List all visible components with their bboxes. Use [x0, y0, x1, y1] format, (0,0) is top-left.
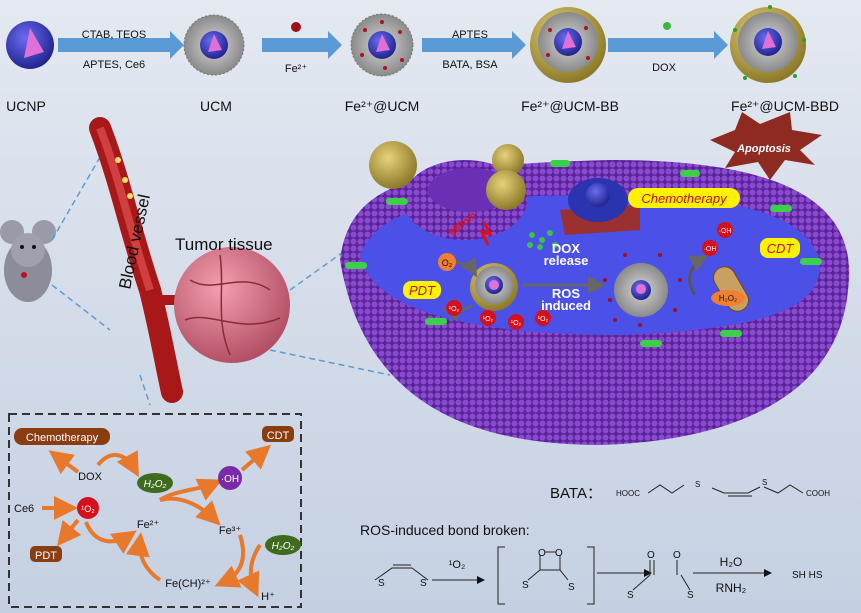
scheme-s: S	[568, 582, 575, 593]
stage-label-ucnp: UCNP	[6, 98, 46, 114]
o2-label: O₂	[442, 258, 453, 268]
h2o2-label: H₂O₂	[719, 294, 737, 303]
scheme-o: O	[538, 548, 546, 559]
singlet-o2-label: ¹O₂	[449, 306, 460, 313]
step-4-bottom: DOX	[652, 62, 677, 74]
degraded-nanoparticle	[603, 253, 682, 327]
fe-ucm-particle	[350, 13, 414, 77]
scheme-s: S	[522, 580, 529, 591]
ros-induced-label-2: induced	[541, 298, 591, 313]
arrow-step-3	[422, 31, 526, 59]
nanoparticle-outside	[369, 141, 417, 189]
oh-label: ·OH	[719, 228, 732, 235]
mech-h2o2: H₂O₂	[144, 479, 167, 490]
arrow-step-4	[608, 31, 728, 59]
synthesis-row: CTAB, TEOS APTES, Ce6 Fe²⁺ APTES BATA, B…	[6, 5, 839, 114]
tumor-tissue	[174, 247, 290, 363]
dox-molecule-icon	[663, 22, 671, 30]
chemotherapy-tag	[628, 188, 740, 208]
mech-h2o2-2: H₂O₂	[272, 541, 295, 552]
tumor-tissue-label: Tumor tissue	[175, 235, 273, 254]
hydroxyl-bubble	[702, 240, 718, 256]
stage-label-fe-ucm-bb: Fe²⁺@UCM-BB	[521, 98, 619, 114]
singlet-o2-label: ¹O₂	[511, 320, 522, 327]
mech-cdt: CDT	[267, 430, 290, 442]
thiol-products: SH HS	[792, 570, 823, 581]
scheme-s: S	[378, 578, 385, 589]
step-1-top: CTAB, TEOS	[82, 29, 146, 41]
synthesis-arrows	[58, 31, 728, 59]
apoptosis-star	[710, 112, 822, 180]
chemotherapy-tag-label: Chemotherapy	[641, 191, 728, 206]
reagent-amine: RNH₂	[716, 581, 747, 595]
reagent-singlet-o2: ¹O₂	[449, 559, 466, 571]
pdt-tag-label: PDT	[409, 283, 436, 298]
mech-fe3: Fe³⁺	[219, 525, 242, 537]
fe-ucm-bb-particle	[530, 7, 606, 83]
released-dox	[527, 230, 558, 250]
mech-dox: DOX	[78, 471, 103, 483]
mech-ce6: Ce6	[14, 503, 34, 515]
cdt-tag	[760, 238, 800, 258]
scheme-o: O	[647, 550, 655, 561]
ucm-particle	[183, 14, 245, 76]
mech-pdt: PDT	[35, 550, 57, 562]
dox-release-label-2: release	[544, 253, 589, 268]
h2o2-bubble	[711, 290, 745, 306]
o2-bubble	[438, 253, 456, 271]
bata-s2: S	[762, 478, 767, 487]
pdt-tag	[403, 281, 441, 299]
mech-fe2: Fe²⁺	[137, 519, 160, 531]
mech-h-plus: H⁺	[261, 591, 275, 603]
mouse-illustration	[0, 220, 56, 302]
stage-label-ucm: UCM	[200, 98, 232, 114]
bata-label: BATA：	[550, 485, 602, 502]
scheme-s: S	[420, 578, 427, 589]
bata-hooc: HOOC	[616, 489, 640, 498]
mech-oh: ·OH	[221, 474, 239, 485]
apoptosis-label: Apoptosis	[736, 143, 791, 155]
arrow-step-1	[58, 31, 184, 59]
fe-ion-icon	[291, 22, 301, 32]
bata-s1: S	[695, 480, 700, 489]
cdt-tag-label: CDT	[767, 241, 795, 256]
ros-bond-title: ROS-induced bond broken:	[360, 522, 530, 538]
reaction-scheme	[374, 546, 772, 605]
step-2-bottom: Fe²⁺	[285, 63, 308, 75]
internalized-nanoparticle	[470, 263, 518, 311]
arrow-step-2	[262, 31, 342, 59]
stage-label-fe-ucm: Fe²⁺@UCM	[345, 98, 419, 114]
oh-label: ·OH	[704, 246, 717, 253]
scheme-o: O	[555, 548, 563, 559]
membrane-receptors	[345, 160, 822, 347]
ros-induced-label-1: ROS	[552, 286, 581, 301]
stage-label-fe-ucm-bbd: Fe²⁺@UCM-BBD	[731, 98, 839, 114]
mech-feoh: Fe(CH)²⁺	[165, 578, 211, 590]
singlet-o2-label: ¹O₂	[483, 316, 494, 323]
ucnp-particle	[6, 21, 54, 69]
dox-release-label-1: DOX	[552, 241, 581, 256]
nanoparticle-entering	[486, 170, 526, 210]
laser-icon	[479, 221, 493, 246]
nanoparticle-entering	[492, 144, 524, 176]
nucleus	[560, 178, 640, 235]
step-3-top: APTES	[452, 29, 488, 41]
mech-singlet-o2: ¹O₂	[81, 504, 95, 514]
bata-cooh: COOH	[806, 489, 830, 498]
singlet-o2-label: ¹O₂	[538, 316, 549, 323]
fe-ucm-bbd-particle	[730, 5, 806, 83]
scheme-o: O	[673, 550, 681, 561]
mechanism-panel	[8, 413, 302, 608]
reagent-water: H₂O	[720, 555, 743, 569]
hydroxyl-bubble	[717, 222, 733, 238]
bata-structure	[647, 484, 804, 497]
step-3-bottom: BATA, BSA	[442, 59, 498, 71]
scheme-s: S	[687, 590, 694, 601]
singlet-oxygen-bubbles	[446, 300, 551, 330]
mech-chemotherapy: Chemotherapy	[26, 432, 99, 444]
step-1-bottom: APTES, Ce6	[83, 59, 145, 71]
scheme-s: S	[627, 590, 634, 601]
